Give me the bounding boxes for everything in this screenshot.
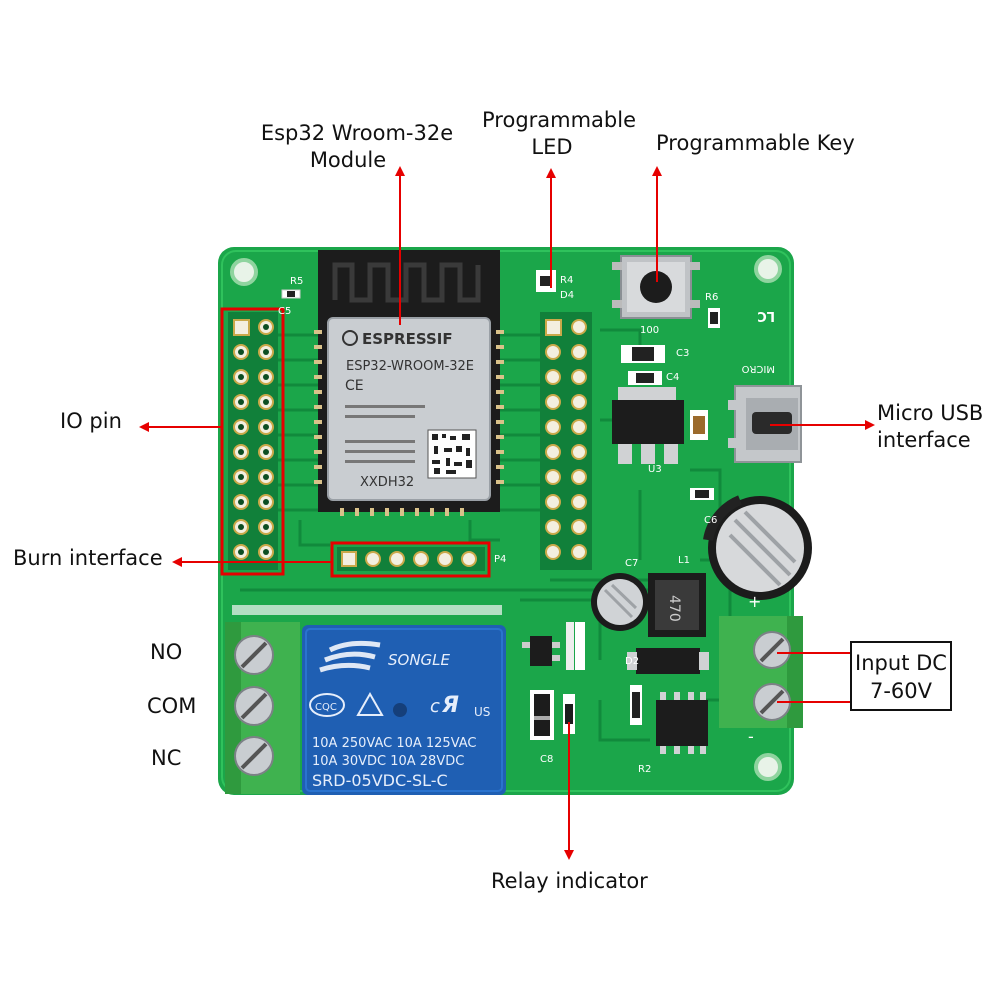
relay-rating-2: 10A 30VDC 10A 28VDC [312,754,464,769]
callout-input-line1: Input DC [855,651,947,675]
right-pin-header [540,312,592,570]
mounting-hole [754,255,782,283]
callout-key: Programmable Key [656,130,855,157]
relay-us: US [474,705,490,719]
transistor [522,636,560,666]
callout-led-line1: Programmable [482,108,637,132]
silk-c8: C8 [540,754,553,765]
electrolytic-capacitor-small [591,573,649,631]
silk-c5: C5 [278,306,291,317]
relay-brand: SONGLE [388,651,451,669]
relay-indicator-led [563,694,575,734]
burn-interface-header [337,547,485,571]
callout-io-text: IO pin [60,409,122,433]
terminal-label-no: NO [150,640,183,664]
relay-diode [530,690,554,740]
svg-text:-: - [748,727,754,746]
smd-components [281,270,720,725]
callout-arrows [139,166,875,860]
svg-text:+: + [748,592,761,611]
esp-model: ESP32-WROOM-32E [346,359,474,374]
silk-u3: U3 [648,464,662,475]
callout-input-box: Input DC 7-60V [850,641,952,711]
silk-micro: MICRO [741,363,775,374]
callout-led: Programmable LED [482,107,637,161]
silk-c3: C3 [676,348,689,359]
callout-burn-text: Burn interface [13,546,163,570]
callout-input-line2: 7-60V [869,679,933,703]
tactile-switch [612,255,700,319]
silk-c4: C4 [666,372,679,383]
esp-brand: ESPRESSIF [362,330,453,348]
callout-relay-indicator-text: Relay indicator [491,869,648,893]
callout-burn: Burn interface [13,545,163,572]
callout-module-line1: Esp32 Wroom-32e [260,121,454,145]
callout-io: IO pin [60,408,122,435]
terminal-label-nc: NC [151,746,182,770]
callout-usb-line1: Micro USB [877,401,984,425]
voltage-regulator [612,387,684,464]
silk-led-pad: 100 [640,325,659,336]
mounting-hole [230,258,258,286]
esp-code: XXDH32 [360,475,414,490]
silk-r5: R5 [290,276,303,287]
silk-c7: C7 [625,558,638,569]
callout-relay-indicator: Relay indicator [491,868,648,895]
svg-text:Я: Я [441,693,459,718]
mounting-hole [754,753,782,781]
callout-module-line2: Module [309,148,387,172]
silkscreen-labels: MICRO LC C3 C4 R5 C5 R4 D4 R6 100 C6 C7 … [278,275,775,775]
relay-cert: CQC [315,702,337,713]
esp-marks: CE [345,378,364,394]
callout-usb-line2: interface [877,428,971,452]
silk-l1: L1 [678,555,690,566]
relay-model: SRD-05VDC-SL-C [312,771,448,790]
terminal-label-com: COM [147,694,197,718]
power-terminal-block: + - [719,592,803,746]
silk-r4: R4 [560,275,573,286]
silk-lc: LC [757,308,775,323]
io-pin-header [228,312,278,570]
power-diode [627,648,709,674]
callout-module: Esp32 Wroom-32e Module [252,120,462,174]
inductor-value: 470 [666,595,682,622]
electrolytic-capacitor-large [703,495,812,600]
esp32-module: ESPRESSIF ESP32-WROOM-32E CE XXDH32 [314,250,504,516]
relay-rating-1: 10A 250VAC 10A 125VAC [312,736,477,751]
silk-r2: R2 [638,764,651,775]
soic-chip [656,692,708,754]
relay-terminal-block [225,622,300,794]
silk-p4: P4 [494,554,506,565]
silk-d4: D4 [560,290,574,301]
callout-key-text: Programmable Key [656,131,855,155]
silk-c6: C6 [704,515,717,526]
relay: SONGLE CQC c Я US 10A 250VAC 10A 125VAC … [302,625,506,795]
inductor: 470 [648,573,706,637]
svg-text:c: c [430,696,440,717]
io-pin-highlight [220,307,285,576]
burn-interface-highlight [330,541,491,578]
callout-usb: Micro USB interface [877,400,983,454]
input-leader-lines [777,652,850,703]
silk-r6: R6 [705,292,718,303]
silk-d2: D2 [625,656,639,667]
callout-led-line2: LED [531,135,573,159]
